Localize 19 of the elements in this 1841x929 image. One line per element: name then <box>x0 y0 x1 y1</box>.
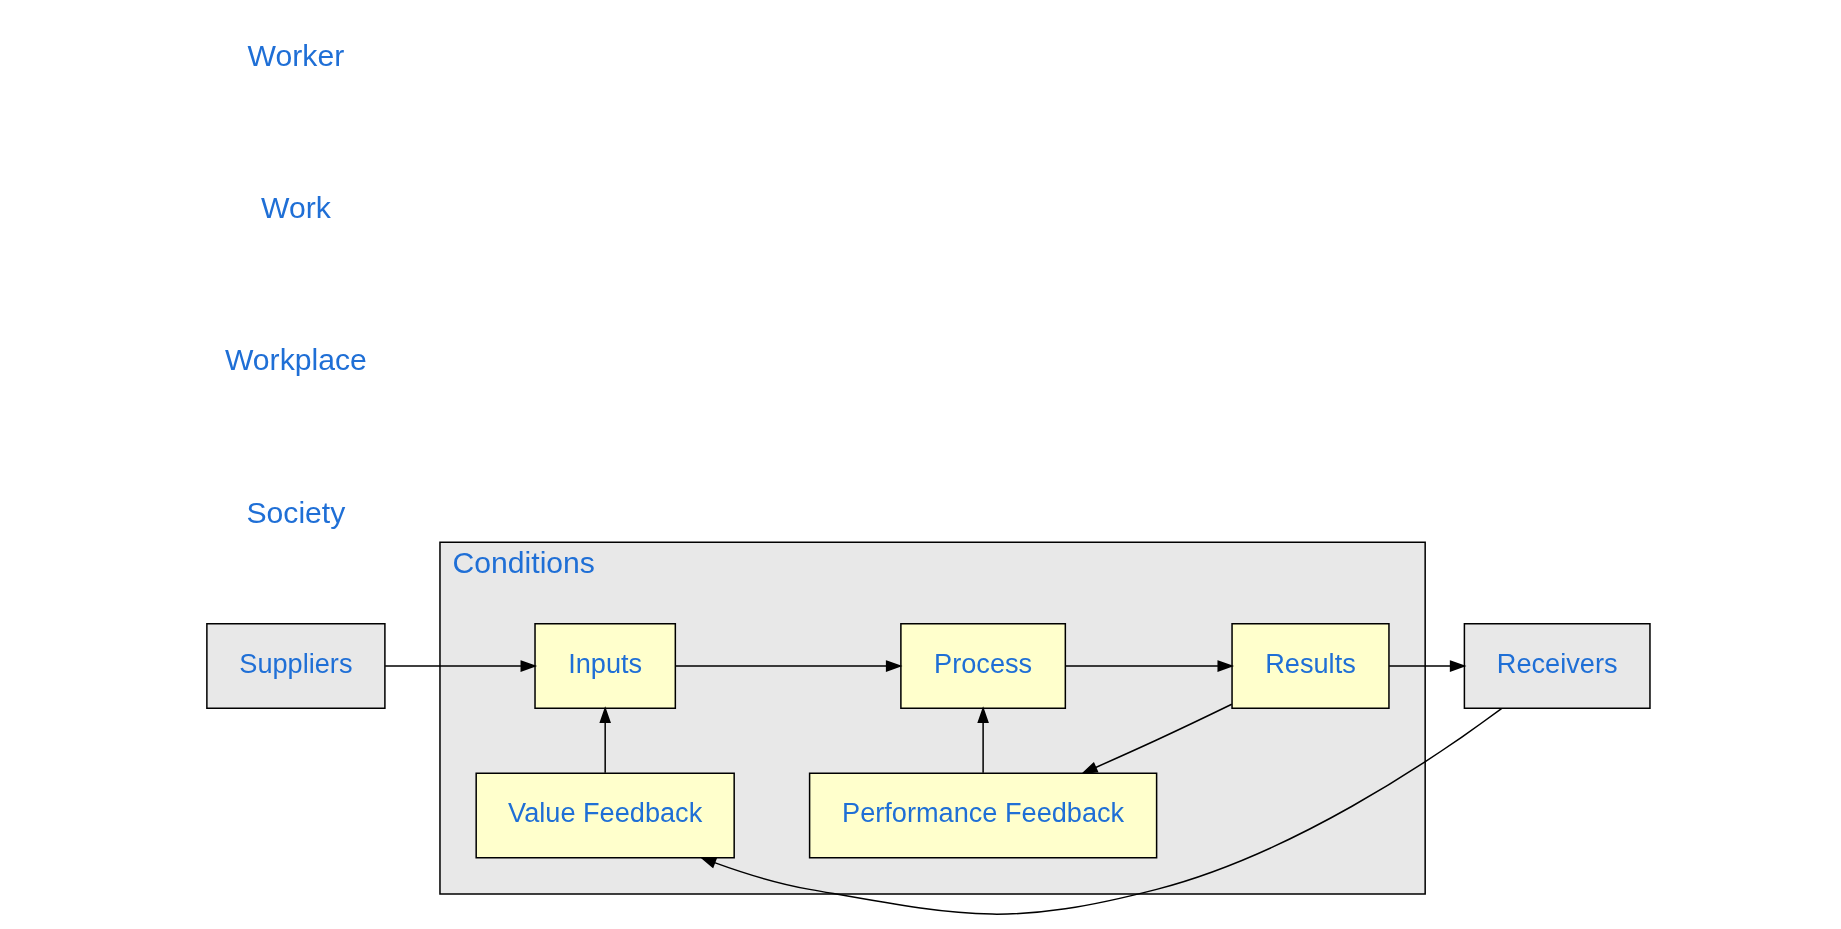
arrow <box>1081 703 1233 774</box>
arrow <box>384 660 538 672</box>
node-box: Performance Feedback <box>808 772 1158 859</box>
label: Society <box>246 495 346 529</box>
arrow <box>674 660 903 672</box>
node-box: Inputs <box>534 623 677 710</box>
node-box: Process <box>900 623 1067 710</box>
arrow <box>977 706 989 774</box>
arrow <box>699 707 1503 915</box>
node-box: Receivers <box>1463 623 1651 710</box>
node-box: Suppliers <box>206 623 386 710</box>
node-box: Value Feedback <box>475 772 735 859</box>
arrow <box>1064 660 1235 672</box>
node-box: Results <box>1231 623 1390 710</box>
arrow <box>1388 660 1467 672</box>
label: Worker <box>247 38 345 72</box>
label: Workplace <box>224 343 367 377</box>
label: Work <box>260 190 331 224</box>
arrow <box>599 706 611 774</box>
